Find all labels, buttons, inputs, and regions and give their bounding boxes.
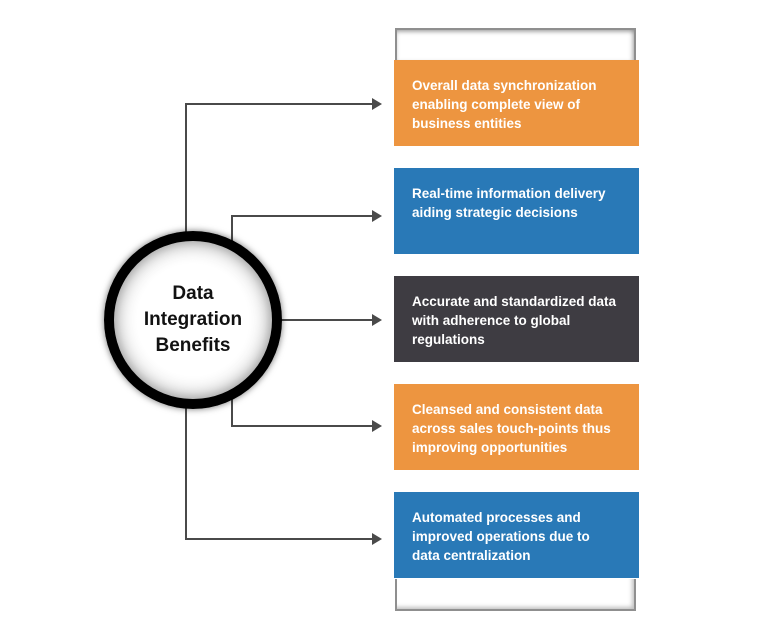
- hub-label: Data Integration Benefits: [143, 283, 243, 356]
- benefit-box-1: Overall data synchronization enabling co…: [394, 60, 639, 146]
- arrowhead-2-icon: [372, 210, 382, 222]
- arrowhead-1-icon: [372, 98, 382, 110]
- connector-2-vertical: [231, 215, 233, 257]
- stack-cap-bottom: [395, 579, 636, 611]
- connector-4-horizontal: [231, 425, 372, 427]
- connector-2-horizontal: [231, 215, 372, 217]
- connector-1-vertical: [185, 103, 187, 243]
- benefit-text-3: Accurate and standardized data with adhe…: [412, 294, 617, 347]
- benefit-box-4: Cleansed and consistent data across sale…: [394, 384, 639, 470]
- connector-5-vertical: [185, 400, 187, 540]
- connector-1-horizontal: [185, 103, 372, 105]
- connector-3-horizontal: [272, 319, 372, 321]
- arrowhead-5-icon: [372, 533, 382, 545]
- connector-5-horizontal: [185, 538, 372, 540]
- arrowhead-4-icon: [372, 420, 382, 432]
- connector-4-vertical: [231, 388, 233, 427]
- benefit-box-3: Accurate and standardized data with adhe…: [394, 276, 639, 362]
- benefit-text-5: Automated processes and improved operati…: [412, 510, 590, 563]
- benefit-box-5: Automated processes and improved operati…: [394, 492, 639, 578]
- benefit-text-2: Real-time information delivery aiding st…: [412, 186, 606, 220]
- benefit-text-1: Overall data synchronization enabling co…: [412, 78, 597, 131]
- benefit-text-4: Cleansed and consistent data across sale…: [412, 402, 611, 455]
- benefit-box-2: Real-time information delivery aiding st…: [394, 168, 639, 254]
- arrowhead-3-icon: [372, 314, 382, 326]
- hub-circle: Data Integration Benefits: [104, 231, 282, 409]
- stack-cap-top: [395, 28, 636, 61]
